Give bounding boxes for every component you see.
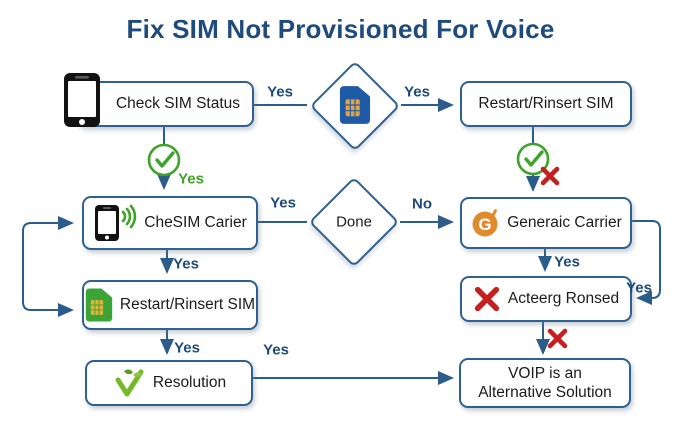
edge-label-yes: Yes: [173, 255, 199, 273]
sim-card-icon: [85, 288, 113, 322]
node-label: Resolution: [152, 374, 227, 391]
node-generaic-carrier: G Generaic Carrier: [460, 197, 632, 249]
error-x-icon: [547, 328, 568, 349]
node-label: Alternative Solution: [478, 384, 612, 401]
node-label: Acteerg Ronsed: [507, 290, 620, 307]
edge-label-yes: Yes: [404, 83, 430, 101]
edge-label-yes: Yes: [263, 341, 289, 359]
phone-signal-icon: [95, 204, 137, 241]
node-restart-rinsert-sim-top: Restart/Rinsert SIM: [460, 81, 632, 127]
check-circle-icon: [147, 143, 181, 177]
node-chesim-carier: CheSIM Carier: [82, 196, 258, 250]
error-x-icon: [474, 286, 500, 312]
edge-label-yes-green: Yes: [178, 170, 204, 188]
edge-label-yes: Yes: [270, 194, 296, 212]
decision-label: Done: [336, 213, 372, 231]
sim-card-icon: [339, 86, 371, 124]
node-voip-alternative: VOIP is an Alternative Solution: [459, 358, 631, 408]
node-label: Check SIM Status: [115, 95, 241, 112]
svg-text:G: G: [479, 215, 492, 234]
node-check-sim-status: Check SIM Status: [76, 81, 254, 127]
edge-label-no: No: [412, 195, 432, 213]
node-restart-rinsert-sim-left: Restart/Rinsert SIM: [82, 280, 258, 330]
edge-label-yes: Yes: [554, 253, 580, 271]
smartphone-icon: [64, 73, 100, 127]
node-label: VOIP is an: [508, 364, 582, 382]
resolution-check-icon: [115, 369, 144, 397]
edge-label-yes: Yes: [626, 279, 652, 297]
page-title: Fix SIM Not Provisioned For Voice: [126, 14, 555, 44]
node-acteerg-ronsed: Acteerg Ronsed: [460, 276, 632, 322]
node-resolution: Resolution: [85, 360, 253, 406]
node-label: CheSIM Carier: [144, 214, 247, 231]
node-label: Restart/Rinsert SIM: [478, 95, 614, 112]
error-x-icon: [540, 166, 560, 186]
node-label: Restart/Rinsert SIM: [119, 296, 256, 313]
edge-label-yes: Yes: [267, 83, 293, 101]
check-circle-icon: [516, 142, 550, 176]
node-label: Generaic Carrier: [507, 214, 622, 231]
edge-label-yes: Yes: [174, 339, 200, 357]
g-carrier-icon: G: [472, 209, 498, 237]
